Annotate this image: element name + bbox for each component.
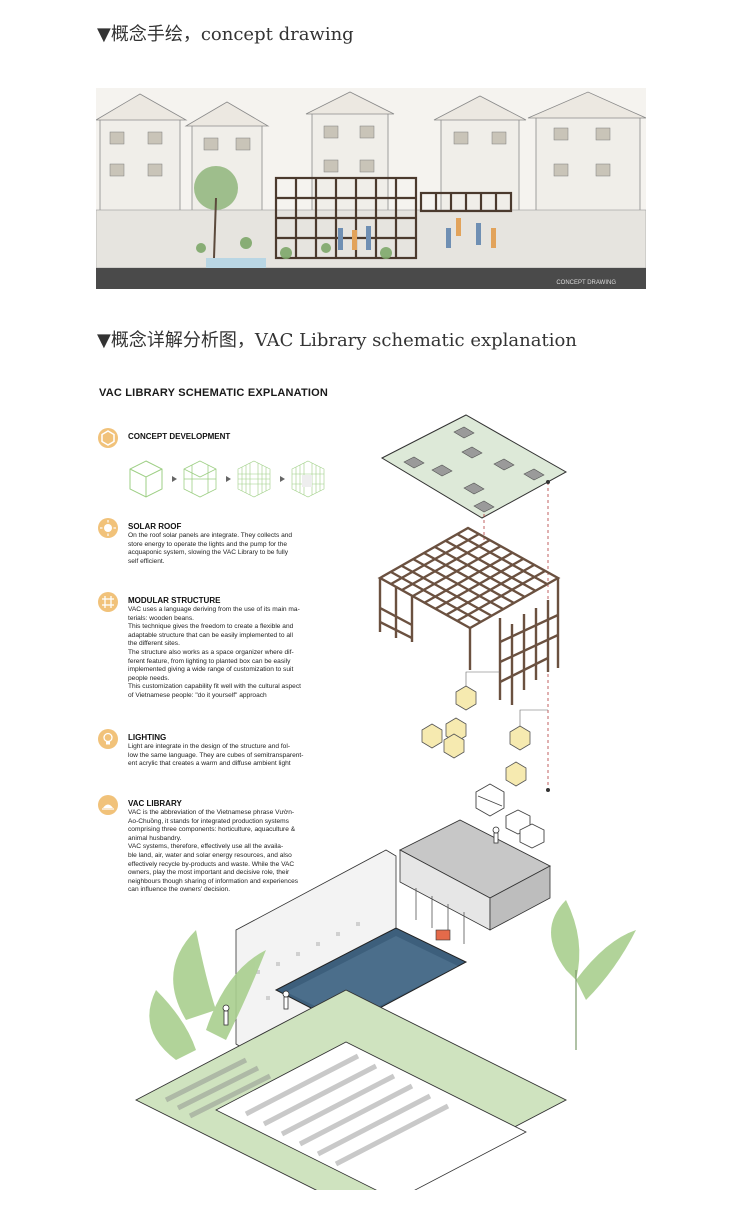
solar-roof-title: SOLAR ROOF	[128, 522, 182, 531]
concept-development-title: CONCEPT DEVELOPMENT	[128, 432, 231, 441]
solar-roof-section: SOLAR ROOF On the roof solar panels are …	[98, 518, 328, 568]
lighting-title: LIGHTING	[128, 733, 167, 742]
grid-icon	[98, 592, 118, 612]
concept-drawing-heading: ▼概念手绘，concept drawing	[97, 24, 354, 45]
schematic-heading: ▼概念详解分析图，VAC Library schematic explanati…	[97, 330, 577, 351]
modular-structure-text: VAC uses a language deriving from the us…	[128, 606, 301, 699]
vac-library-title: VAC LIBRARY	[128, 799, 182, 808]
vac-library-text: VAC is the abbreviation of the Vietnames…	[128, 809, 299, 894]
modular-structure-section: MODULAR STRUCTURE VAC uses a language de…	[98, 592, 328, 702]
solar-roof-panel	[380, 414, 568, 519]
modular-wooden-structure	[377, 526, 561, 705]
palm-plants	[149, 900, 636, 1060]
hexagon-icon	[98, 428, 118, 448]
lighting-cubes	[421, 685, 531, 787]
modular-structure-title: MODULAR STRUCTURE	[128, 596, 221, 605]
solar-roof-text: On the roof solar panels are integrate. …	[128, 532, 293, 565]
concept-development-section: CONCEPT DEVELOPMENT	[98, 428, 328, 450]
library-platform	[399, 819, 551, 944]
vac-library-section: VAC LIBRARY VAC is the abbreviation of t…	[98, 795, 328, 895]
bulb-icon	[98, 729, 118, 749]
sprout-icon	[98, 795, 118, 815]
lighting-section: LIGHTING Light are integrate in the desi…	[98, 729, 328, 769]
sketch-caption: CONCEPT DRAWING	[556, 280, 616, 286]
concept-sketch-illustration: CONCEPT DRAWING	[96, 88, 646, 289]
sun-icon	[98, 518, 118, 538]
concept-drawing-image: CONCEPT DRAWING	[96, 88, 646, 289]
concept-cubes-diagram	[129, 460, 325, 498]
schematic-title: VAC LIBRARY SCHEMATIC EXPLANATION	[99, 387, 329, 399]
lighting-text: Light are integrate in the design of the…	[128, 743, 304, 768]
exploded-axonometric-diagram	[135, 414, 636, 1190]
